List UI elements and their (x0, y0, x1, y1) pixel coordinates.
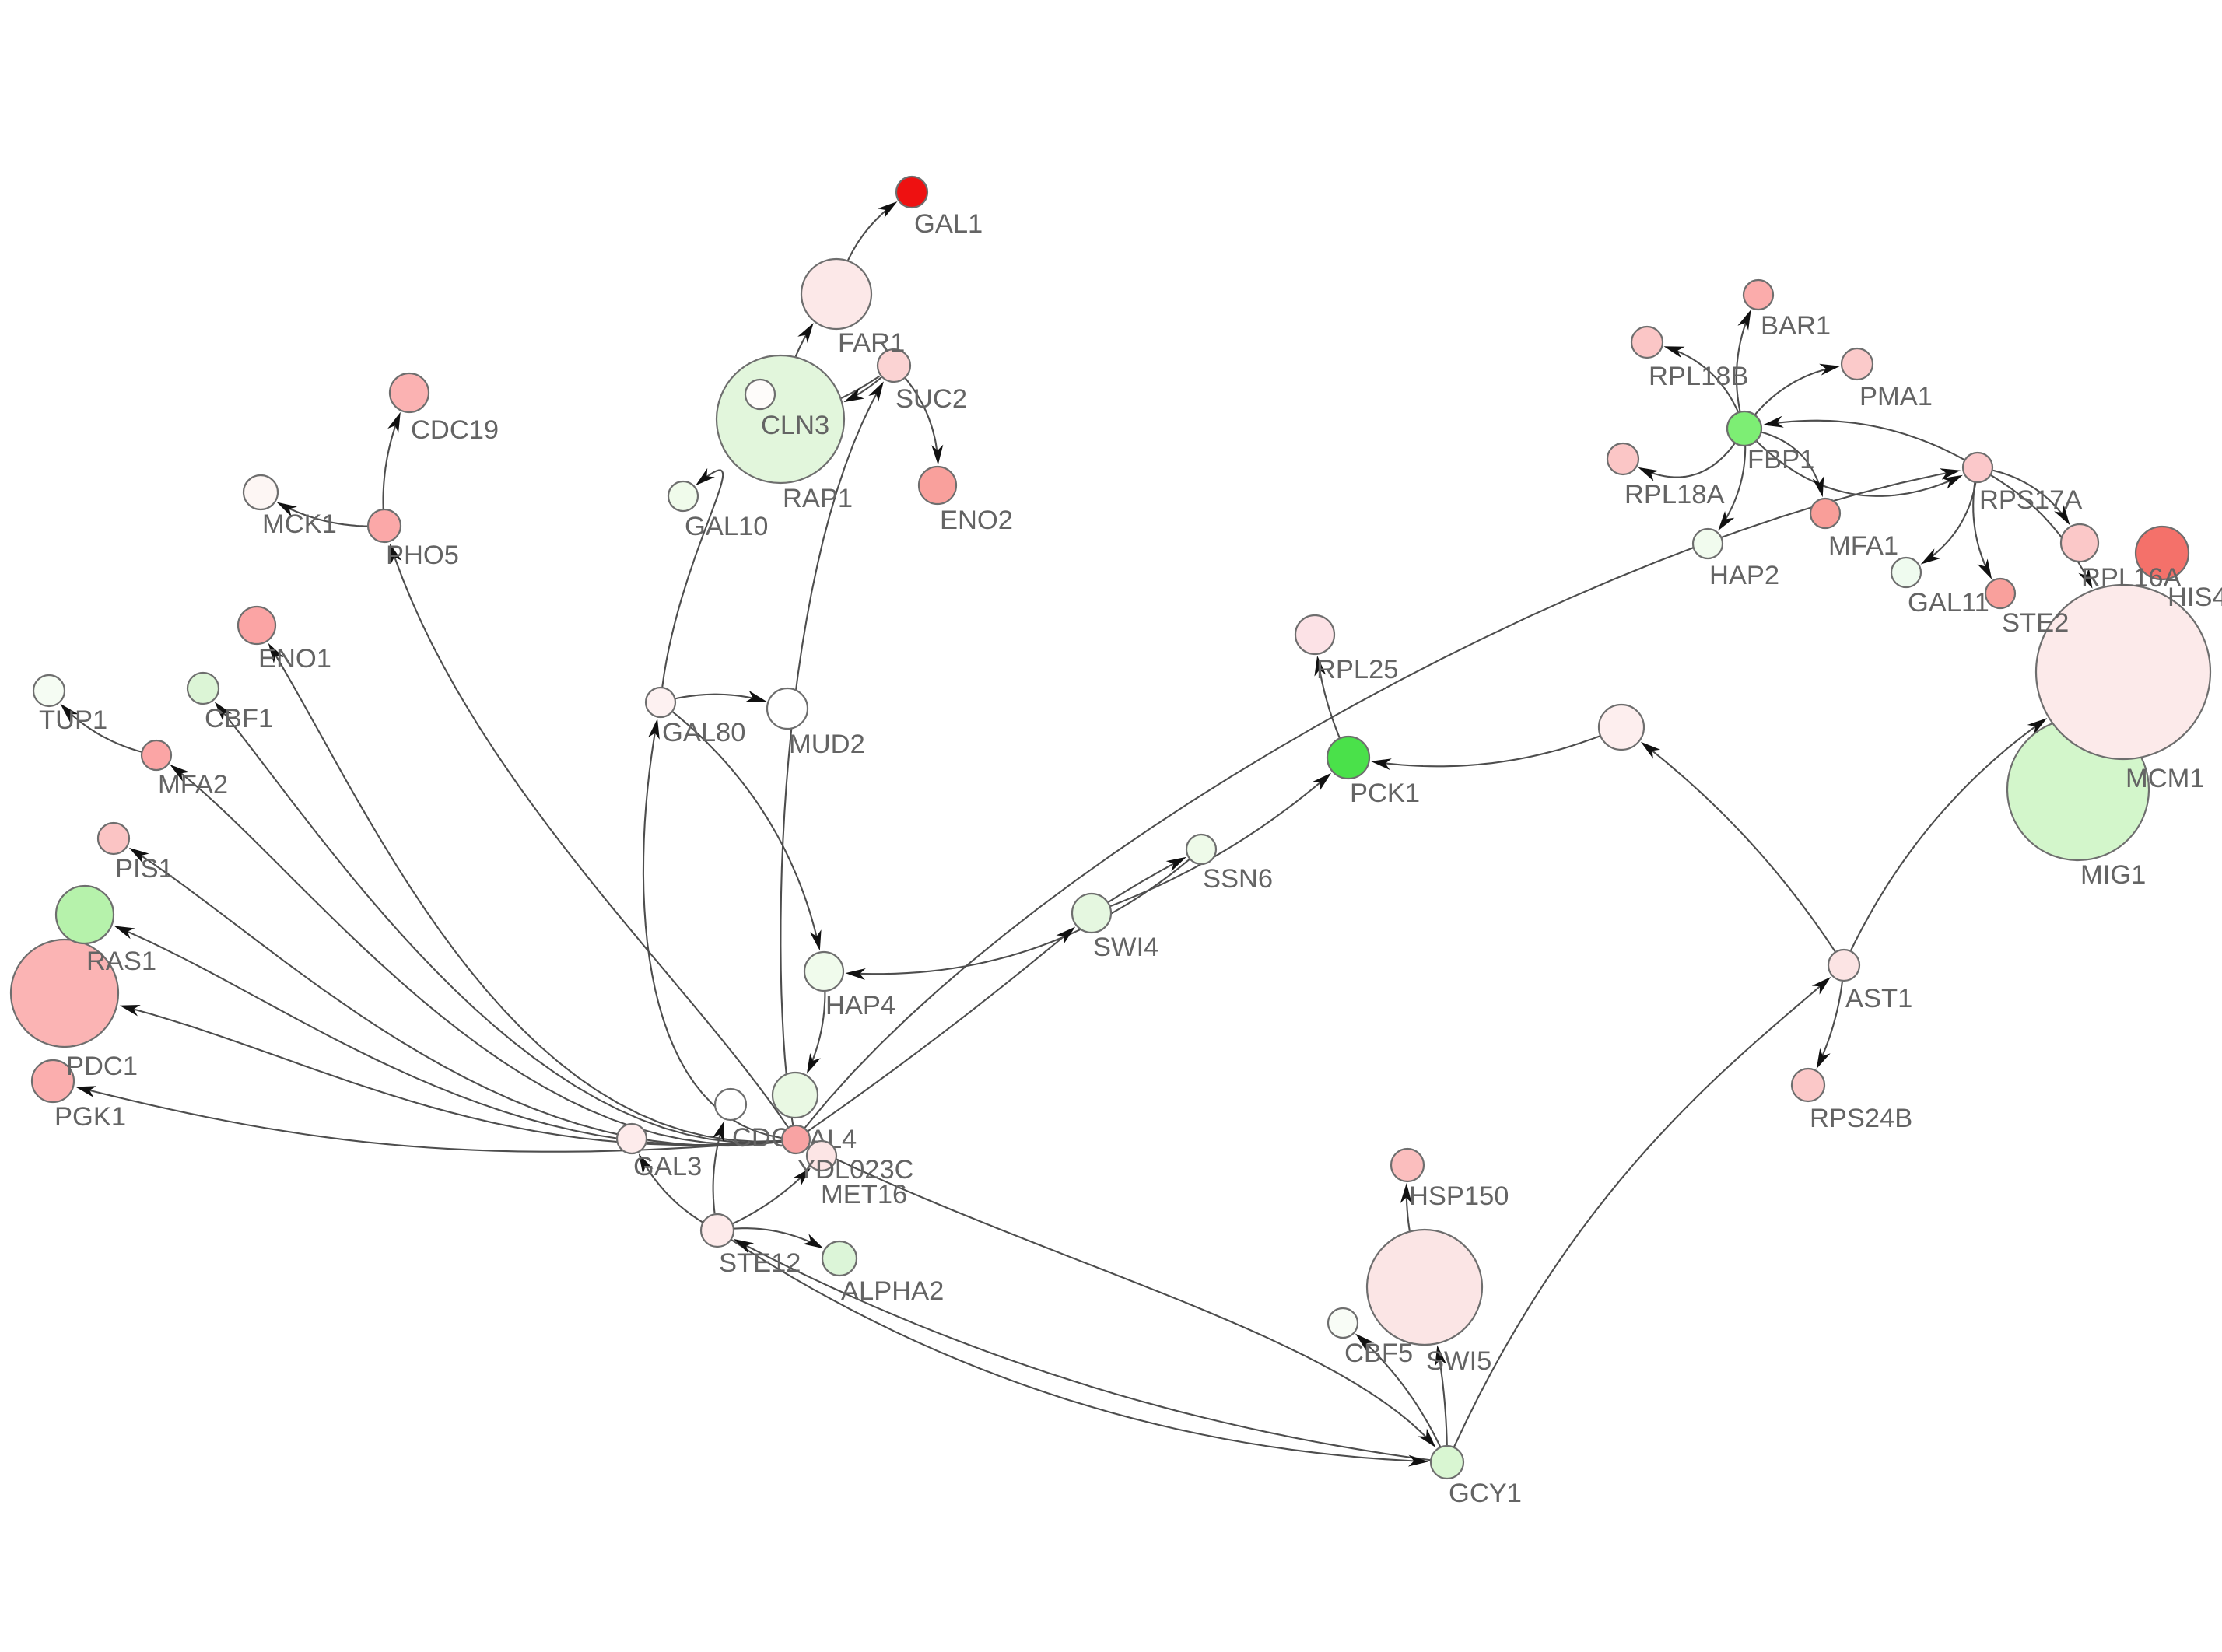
svg-text:CDC19: CDC19 (411, 415, 499, 445)
svg-text:RPS17A: RPS17A (1979, 485, 2082, 515)
svg-text:GAL10: GAL10 (685, 512, 768, 541)
svg-text:PGK1: PGK1 (54, 1102, 126, 1132)
svg-text:FAR1: FAR1 (838, 328, 905, 358)
svg-text:FBP1: FBP1 (1747, 445, 1814, 474)
svg-text:TUP1: TUP1 (39, 705, 107, 735)
svg-text:SWI5: SWI5 (1426, 1346, 1491, 1376)
svg-text:STE12: STE12 (719, 1248, 801, 1278)
svg-text:SSN6: SSN6 (1203, 864, 1273, 894)
svg-text:HSP150: HSP150 (1409, 1181, 1509, 1211)
svg-text:GCY1: GCY1 (1449, 1479, 1522, 1508)
svg-text:AST1: AST1 (1845, 984, 1912, 1013)
svg-text:STE2: STE2 (2002, 608, 2069, 638)
svg-text:HAP4: HAP4 (825, 991, 895, 1020)
svg-text:MET16: MET16 (821, 1180, 907, 1209)
svg-text:RAS1: RAS1 (86, 947, 156, 976)
svg-text:MIG1: MIG1 (2080, 860, 2146, 890)
svg-text:RAP1: RAP1 (783, 484, 853, 513)
svg-text:YDL023C: YDL023C (797, 1155, 914, 1185)
svg-text:MCM1: MCM1 (2126, 764, 2205, 793)
svg-text:PCK1: PCK1 (1350, 779, 1420, 808)
svg-text:GAL1: GAL1 (914, 209, 983, 239)
svg-text:MUD2: MUD2 (789, 730, 865, 759)
svg-text:HIS4: HIS4 (2168, 583, 2222, 612)
svg-text:CBF5: CBF5 (1344, 1339, 1413, 1368)
svg-text:RPL16A: RPL16A (2081, 563, 2182, 593)
svg-text:RPS24B: RPS24B (1810, 1104, 1912, 1133)
svg-text:RPL18A: RPL18A (1624, 480, 1725, 509)
svg-text:CBF1: CBF1 (205, 704, 273, 733)
svg-text:BAR1: BAR1 (1761, 311, 1831, 341)
svg-text:GAL3: GAL3 (633, 1152, 702, 1181)
svg-text:RPL18B: RPL18B (1649, 362, 1749, 391)
svg-text:ALPHA2: ALPHA2 (841, 1276, 944, 1306)
svg-text:SWI4: SWI4 (1093, 933, 1158, 962)
svg-text:MFA2: MFA2 (158, 770, 228, 800)
svg-text:CLN3: CLN3 (761, 411, 829, 440)
svg-text:ENO1: ENO1 (258, 644, 331, 674)
svg-text:GAL80: GAL80 (662, 718, 745, 747)
svg-text:PIS1: PIS1 (115, 854, 173, 884)
svg-text:MCK1: MCK1 (262, 509, 337, 539)
svg-text:PMA1: PMA1 (1859, 382, 1933, 411)
svg-text:SUC2: SUC2 (895, 384, 967, 414)
svg-text:HAP2: HAP2 (1709, 561, 1779, 590)
svg-text:PHO5: PHO5 (386, 541, 459, 570)
svg-text:ENO2: ENO2 (940, 506, 1013, 535)
svg-text:PDC1: PDC1 (66, 1052, 138, 1081)
svg-text:GAL11: GAL11 (1908, 588, 1989, 618)
svg-text:MFA1: MFA1 (1828, 531, 1898, 561)
svg-text:RPL25: RPL25 (1316, 655, 1399, 684)
